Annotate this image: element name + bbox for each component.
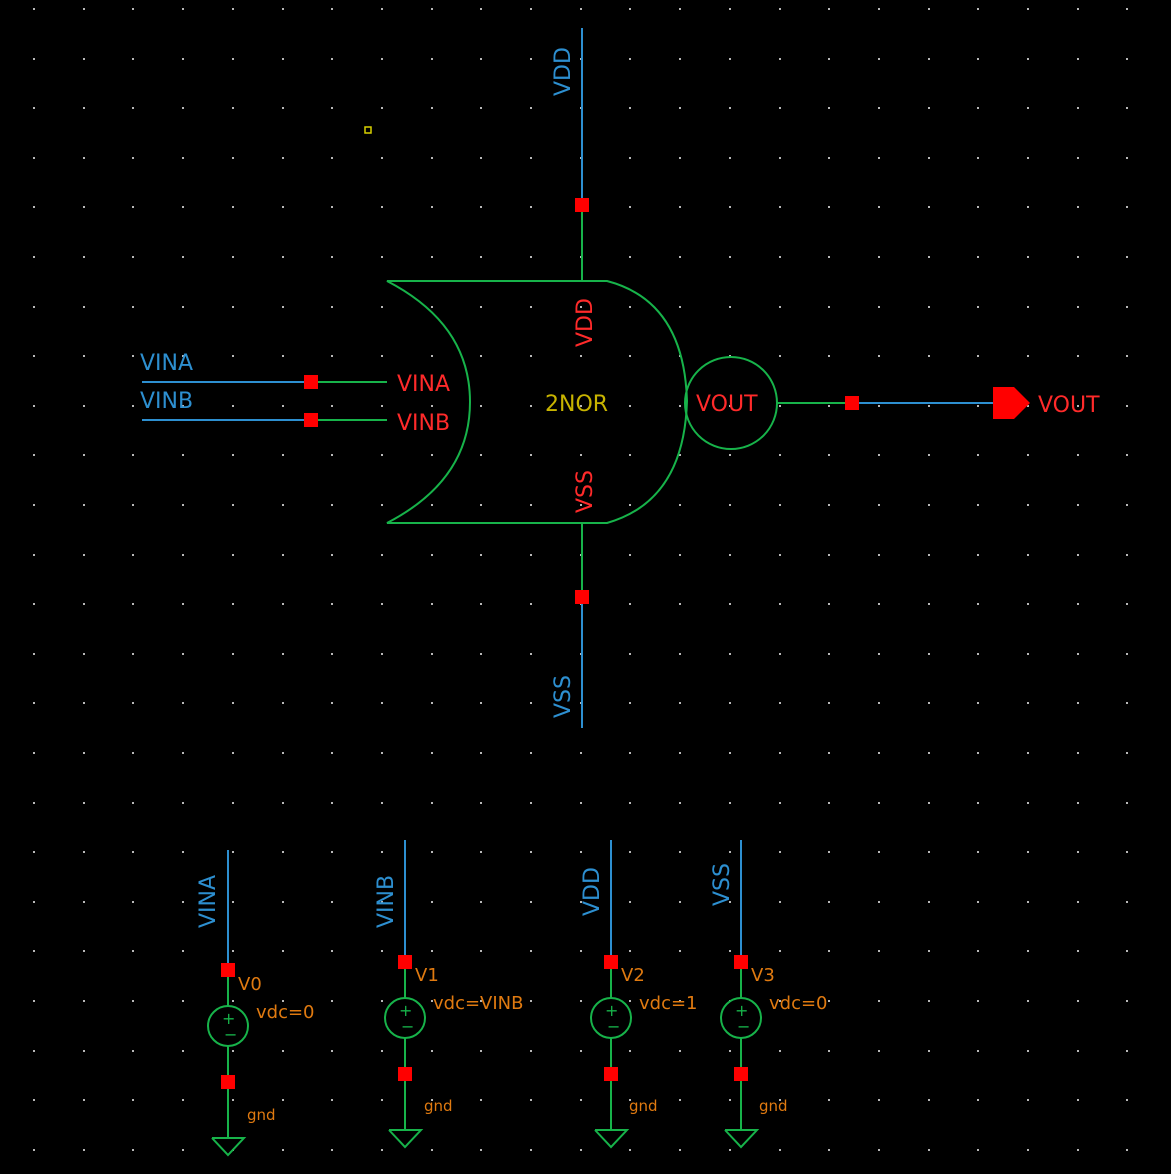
source-bottom-pin[interactable]	[734, 1067, 748, 1081]
net-label-vina: VINA	[140, 351, 193, 376]
source-param: vdc=1	[639, 993, 698, 1014]
pin-marker-vina[interactable]	[304, 375, 318, 389]
ground-icon	[211, 1137, 247, 1157]
gnd-label: gnd	[424, 1097, 453, 1115]
plus-sign: +	[735, 1001, 748, 1020]
source-top-pin[interactable]	[604, 955, 618, 969]
gnd-label: gnd	[759, 1097, 788, 1115]
vsource-v3[interactable]: VSS + − V3 vdc=0 gnd	[710, 840, 828, 1149]
vsource-v0[interactable]: VINA + − V0 vdc=0 gnd	[196, 850, 315, 1157]
net-label-vss: VSS	[551, 675, 576, 718]
output-pin-icon[interactable]	[993, 387, 1030, 419]
pin-marker-vdd[interactable]	[575, 198, 589, 212]
source-net-label: VDD	[580, 867, 605, 916]
pin-marker-vinb[interactable]	[304, 413, 318, 427]
ground-icon	[594, 1129, 630, 1149]
net-vinb[interactable]: VINB	[140, 389, 311, 421]
source-bottom-pin[interactable]	[604, 1067, 618, 1081]
source-bottom-pin[interactable]	[221, 1075, 235, 1089]
instance-name: V2	[621, 965, 645, 986]
nor-gate-body	[386, 280, 689, 524]
minus-sign: −	[401, 1017, 414, 1036]
output-pin-label: VOUT	[1038, 393, 1100, 418]
vsource-v2[interactable]: VDD + − V2 vdc=1 gnd	[580, 840, 698, 1149]
source-top-pin[interactable]	[734, 955, 748, 969]
gnd-label: gnd	[247, 1106, 276, 1124]
source-param: vdc=0	[256, 1002, 315, 1023]
net-vdd[interactable]: VDD	[551, 28, 583, 205]
instance-name: V0	[238, 974, 262, 995]
pin-label-vina: VINA	[397, 372, 450, 397]
source-param: vdc=0	[769, 993, 828, 1014]
pin-label-vdd: VDD	[573, 298, 598, 347]
pin-marker-vss[interactable]	[575, 590, 589, 604]
grid-dots	[33, 8, 1128, 1151]
net-label-vinb: VINB	[140, 389, 193, 414]
source-param: vdc=VINB	[433, 993, 524, 1014]
source-top-pin[interactable]	[221, 963, 235, 977]
pin-label-vout: VOUT	[696, 392, 758, 417]
pin-label-vinb: VINB	[397, 411, 450, 436]
minus-sign: −	[224, 1025, 237, 1044]
plus-sign: +	[399, 1001, 412, 1020]
source-bottom-pin[interactable]	[398, 1067, 412, 1081]
nor-gate-symbol[interactable]: 2NOR VINA VINB VOUT VDD VSS	[311, 205, 852, 597]
source-top-pin[interactable]	[398, 955, 412, 969]
minus-sign: −	[607, 1017, 620, 1036]
source-net-label: VSS	[710, 863, 735, 906]
vsource-v1[interactable]: VINB + − V1 vdc=VINB gnd	[374, 840, 524, 1149]
net-vss[interactable]: VSS	[551, 597, 583, 728]
cell-name-label: 2NOR	[545, 392, 608, 417]
net-vina[interactable]: VINA	[140, 351, 311, 383]
net-label-vdd: VDD	[551, 47, 576, 96]
instance-name: V3	[751, 965, 775, 986]
plus-sign: +	[605, 1001, 618, 1020]
source-net-label: VINB	[374, 875, 399, 928]
pin-label-vss: VSS	[573, 470, 598, 513]
pin-marker-vout[interactable]	[845, 396, 859, 410]
ground-icon	[724, 1129, 760, 1149]
net-vout[interactable]: VOUT	[852, 387, 1100, 419]
gnd-label: gnd	[629, 1097, 658, 1115]
plus-sign: +	[222, 1009, 235, 1028]
instance-name: V1	[415, 965, 439, 986]
source-net-label: VINA	[196, 875, 221, 928]
cursor-marker	[364, 126, 372, 134]
minus-sign: −	[737, 1017, 750, 1036]
ground-icon	[388, 1129, 424, 1149]
